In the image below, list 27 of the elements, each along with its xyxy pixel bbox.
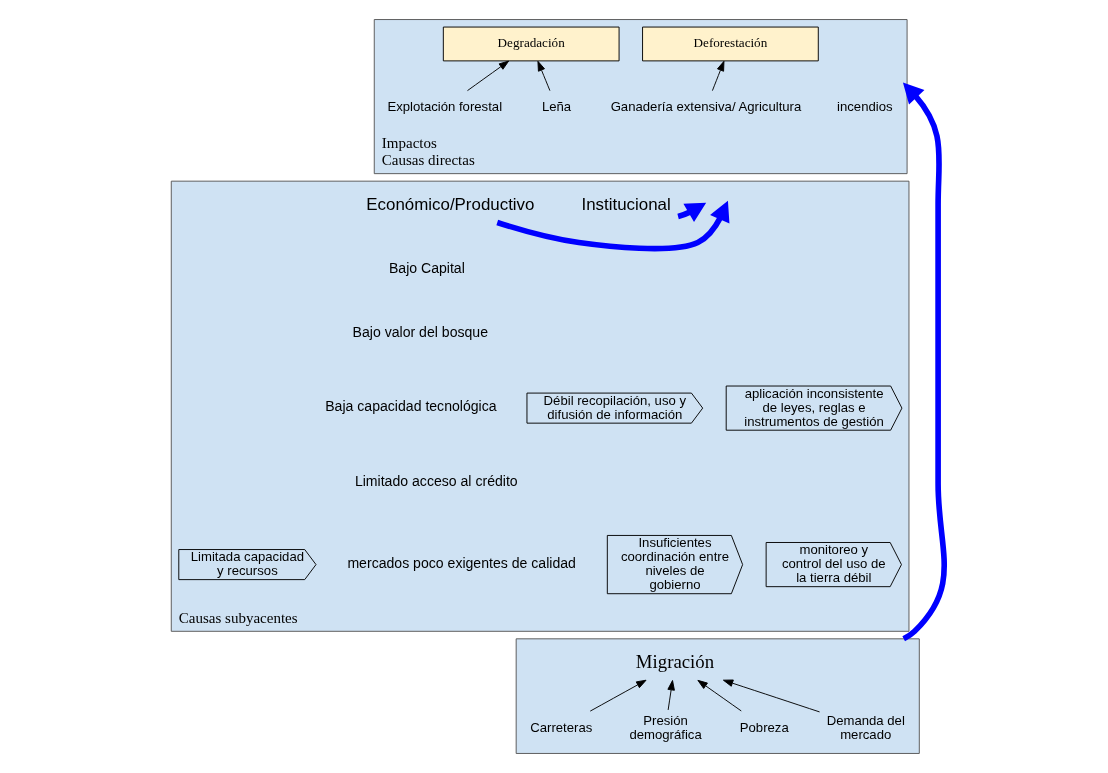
node-box: Deforestación (642, 26, 819, 62)
node-text: Leña (541, 99, 572, 115)
node-text: Carreteras (530, 719, 593, 735)
node-text: Pobreza (739, 719, 789, 735)
cluster (515, 638, 920, 754)
arrow (496, 200, 730, 252)
node-text: Explotación forestal (387, 99, 503, 115)
arrow (667, 680, 675, 711)
label: Baja capacidad tecnológica (325, 398, 497, 415)
node-text: Institucional (581, 194, 671, 214)
arrow (466, 60, 510, 92)
label: Bajo valor del bosque (352, 323, 489, 340)
node-text: Económico/Productivo (366, 194, 535, 214)
arrow (722, 679, 821, 713)
node-box: Degradación (442, 26, 620, 62)
node-text: Migración (635, 650, 715, 672)
node-text: incendios (837, 99, 893, 115)
arrow (589, 679, 647, 712)
node-text: Ganadería extensiva/ Agricultura (610, 99, 802, 115)
node-text: Presión demográfica (629, 712, 702, 742)
arrow (711, 60, 725, 92)
node-text: Demanda del mercado (826, 712, 905, 742)
arrow (537, 60, 551, 92)
label: mercados poco exigentes de calidad (347, 554, 576, 571)
label: Bajo Capital (388, 259, 465, 276)
label: Limitado acceso al crédito (354, 473, 518, 490)
arrow (697, 679, 742, 712)
